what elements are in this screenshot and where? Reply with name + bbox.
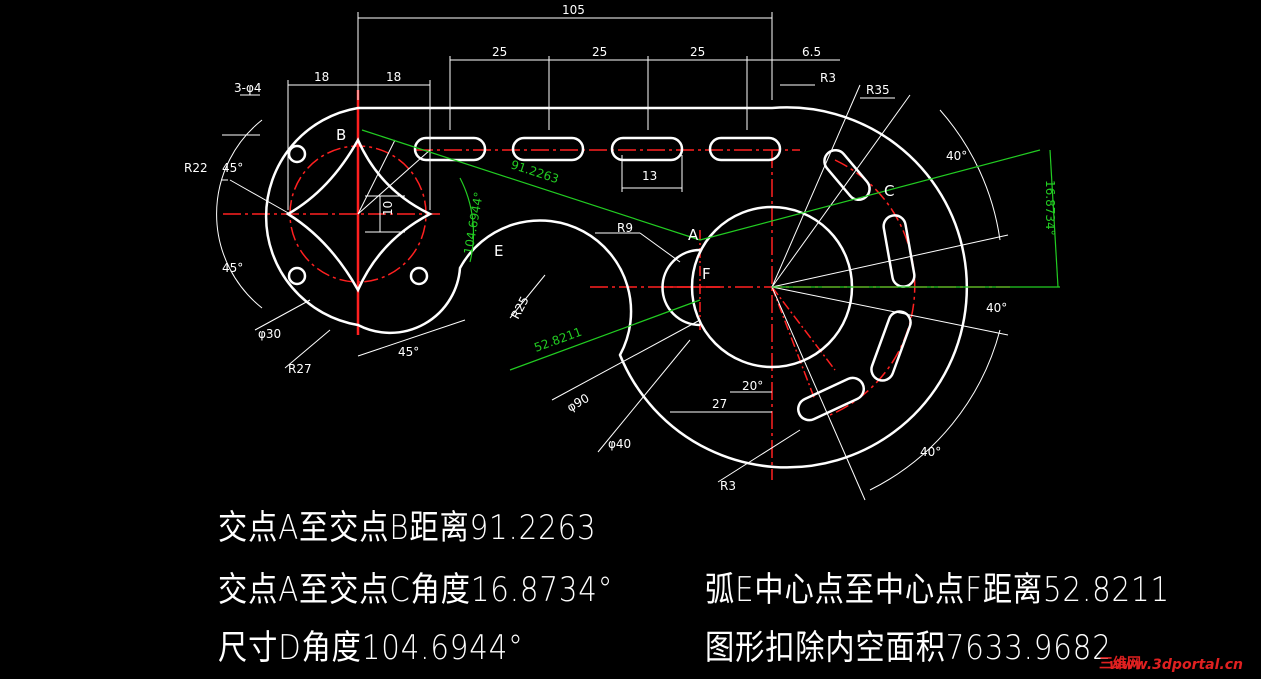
point-c: C: [884, 182, 894, 200]
dim-6-5: 6.5: [802, 45, 821, 59]
dim-105: 105: [562, 3, 585, 17]
watermark-brand: 三维网: [1099, 656, 1141, 672]
measure-52: 52.8211: [532, 325, 583, 355]
dim-phi30: φ30: [258, 327, 281, 341]
dimension-texts: 105 25 25 25 6.5 18 18 3-φ4 R3 R35 R22 4…: [184, 3, 1057, 493]
point-e: E: [494, 242, 503, 260]
dim-13: 13: [642, 169, 657, 183]
dim-25-b: 25: [592, 45, 607, 59]
result-ab-distance: 交点A至交点B距离91.2263: [218, 508, 597, 548]
result-area: 图形扣除内空面积7633.9682: [705, 628, 1112, 668]
dim-45-a: 45°: [222, 161, 243, 175]
dim-holes: 3-φ4: [234, 81, 262, 95]
dim-r35: R35: [866, 83, 890, 97]
dim-45-c: 45°: [398, 345, 419, 359]
dim-r9: R9: [617, 221, 633, 235]
dim-40-c: 40°: [920, 445, 941, 459]
dim-45-b: 45°: [222, 261, 243, 275]
point-f: F: [702, 265, 711, 283]
point-labels: A B C E F: [336, 126, 894, 283]
dim-phi40: φ40: [608, 437, 631, 451]
dim-10: 10: [381, 201, 395, 216]
dim-20: 20°: [742, 379, 763, 393]
watermark-url: www.3dportal.cn: [1108, 657, 1243, 673]
dim-40-a: 40°: [946, 149, 967, 163]
measure-91: 91.2263: [509, 158, 561, 187]
dim-r3-top: R3: [820, 71, 836, 85]
dim-r25: R25: [508, 294, 531, 321]
dim-25-a: 25: [492, 45, 507, 59]
dim-phi90: φ90: [565, 391, 592, 415]
dim-25-c: 25: [690, 45, 705, 59]
measure-lines: [361, 129, 1060, 371]
centerlines: [223, 90, 1010, 480]
dimension-lines: [216, 12, 1009, 501]
part-outline: [264, 106, 969, 469]
result-ac-angle: 交点A至交点C角度16.8734°: [218, 570, 614, 610]
dim-r27: R27: [288, 362, 312, 376]
dim-r22: R22: [184, 161, 208, 175]
dim-27: 27: [712, 397, 727, 411]
point-a: A: [688, 226, 699, 244]
measure-16: 16.8734°: [1043, 180, 1057, 236]
dim-r3-bottom: R3: [720, 479, 736, 493]
dim-40-b: 40°: [986, 301, 1007, 315]
measure-104: 104.6944°: [461, 191, 486, 256]
point-b: B: [336, 126, 346, 144]
dim-18-b: 18: [386, 70, 401, 84]
dim-18-a: 18: [314, 70, 329, 84]
result-ef-distance: 弧E中心点至中心点F距离52.8211: [705, 570, 1170, 610]
result-d-angle: 尺寸D角度104.6944°: [218, 628, 524, 668]
